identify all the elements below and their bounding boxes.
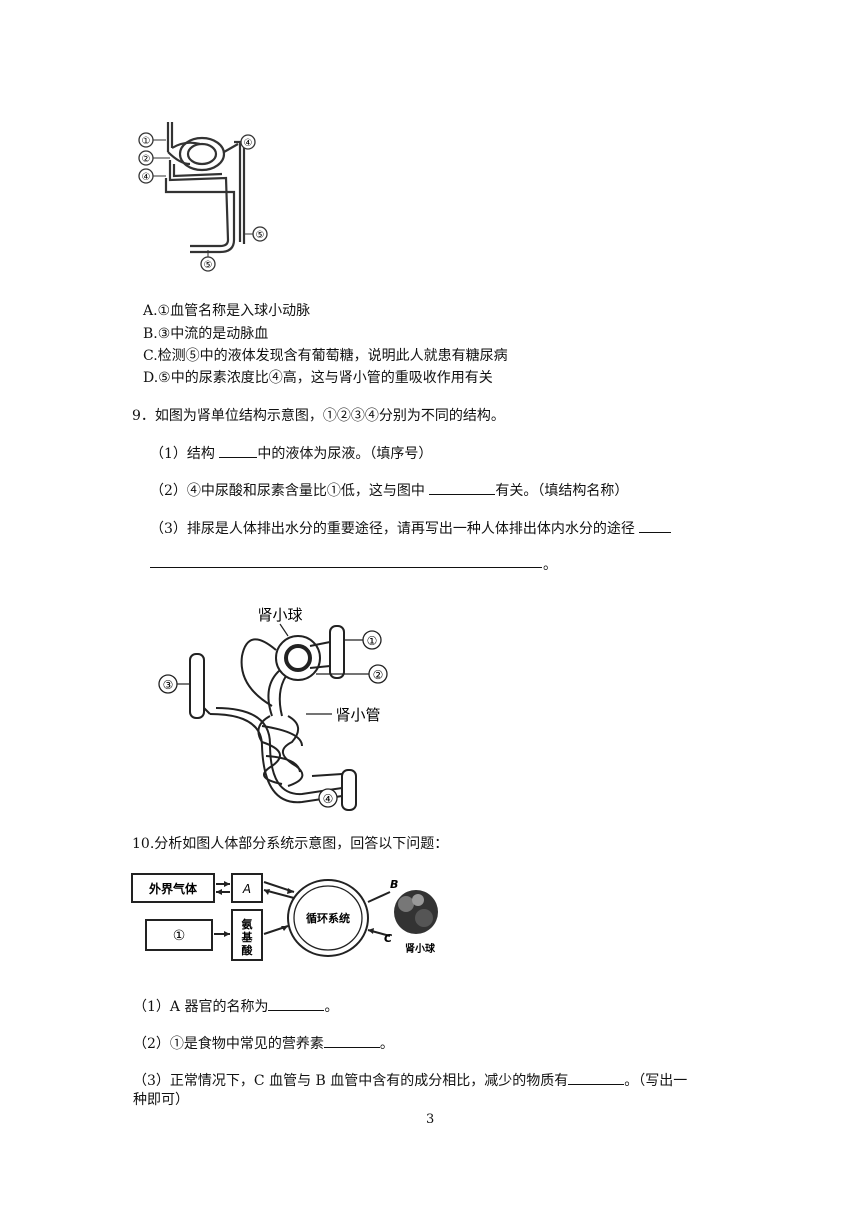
q10-circulation-label: 循环系统 xyxy=(306,911,350,925)
q10-sub1: （1）A 器官的名称为 。 xyxy=(133,996,338,1017)
q9-stem: 9．如图为肾单位结构示意图，①②③④分别为不同的结构。 xyxy=(132,408,505,424)
q10-sub2-suffix: 。 xyxy=(379,1036,394,1052)
q10-sub2: （2）①是食物中常见的营养素 。 xyxy=(133,1033,394,1054)
q9-label-glomerulus: 肾小球 xyxy=(257,606,302,624)
q8-label-5-right: ⑤ xyxy=(256,230,265,241)
q8-label-1: ① xyxy=(142,136,151,147)
q9-nephron-figure: 肾小球 ① ② ③ 肾小管 ④ xyxy=(158,606,388,811)
q10-sub3-prefix: （3）正常情况下，C 血管与 B 血管中含有的成分相比，减少的物质有 xyxy=(133,1073,569,1089)
q10-box-outside-air: 外界气体 xyxy=(149,881,198,896)
q10-box-a: A xyxy=(242,882,251,896)
q10-system-figure: 外界气体 A ① 氨基酸 循环系统 B C 肾小球 xyxy=(131,873,438,961)
q9-sub3-answer-blank-start[interactable] xyxy=(639,518,672,533)
q8-label-2: ② xyxy=(142,154,151,165)
q8-option-a: A.①血管名称是入球小动脉 xyxy=(143,303,311,319)
q8-label-4-left: ④ xyxy=(142,172,151,183)
q9-sub3-period: 。 xyxy=(543,557,557,573)
q9-label-tubule: 肾小管 xyxy=(335,706,380,724)
q10-label-c: C xyxy=(384,932,392,945)
q10-sub2-answer-blank[interactable] xyxy=(323,1033,380,1048)
q10-label-b: B xyxy=(390,878,398,891)
q9-label-3: ③ xyxy=(163,678,174,692)
q10-glomerulus-icon xyxy=(394,890,438,934)
q10-sub1-suffix: 。 xyxy=(324,999,339,1015)
q10-label-glomerulus: 肾小球 xyxy=(405,942,436,955)
q10-sub3: （3）正常情况下，C 血管与 B 血管中含有的成分相比，减少的物质有 。（写出一 xyxy=(133,1070,687,1091)
q9-sub1-suffix: 中的液体为尿液。（填序号） xyxy=(257,446,433,462)
q10-stem: 10.分析如图人体部分系统示意图，回答以下问题： xyxy=(132,836,449,852)
q8-labels: ① ② ④ ④ ⑤ ⑤ xyxy=(138,132,268,272)
q10-box-1: ① xyxy=(173,928,186,944)
q9-sub2: （2）④中尿酸和尿素含量比①低，这与图中 有关。（填结构名称） xyxy=(150,480,628,501)
q8-option-b: B.③中流的是动脉血 xyxy=(143,326,269,342)
q9-sub2-suffix: 有关。（填结构名称） xyxy=(495,483,629,499)
q10-box-amino: 氨基酸 xyxy=(241,917,254,957)
q8-nephron-figure: ① ② ④ ④ ⑤ ⑤ xyxy=(138,122,268,272)
q9-sub3-answer-line[interactable] xyxy=(150,566,542,568)
q10-sub1-prefix: （1）A 器官的名称为 xyxy=(133,999,269,1015)
page-number: 3 xyxy=(426,1112,435,1127)
q10-sub3-suffix: 。（写出一 xyxy=(624,1073,688,1089)
q9-label-4: ④ xyxy=(323,792,334,806)
q9-sub1: （1）结构 中的液体为尿液。（填序号） xyxy=(150,443,432,464)
q8-option-d: D.⑤中的尿素浓度比④高，这与肾小管的重吸收作用有关 xyxy=(143,370,493,386)
q9-sub1-answer-blank[interactable] xyxy=(219,443,258,458)
q9-sub2-answer-blank[interactable] xyxy=(429,480,496,495)
q9-sub2-prefix: （2）④中尿酸和尿素含量比①低，这与图中 xyxy=(150,483,425,499)
q8-option-c: C.检测⑤中的液体发现含有葡萄糖，说明此人就患有糖尿病 xyxy=(143,348,508,364)
q10-sub2-prefix: （2）①是食物中常见的营养素 xyxy=(133,1036,324,1052)
q10-sub3-answer-blank[interactable] xyxy=(568,1070,625,1085)
q9-label-1: ① xyxy=(367,634,378,648)
q9-sub1-prefix: （1）结构 xyxy=(150,446,215,462)
q10-sub1-answer-blank[interactable] xyxy=(268,996,325,1011)
q9-label-2: ② xyxy=(373,668,384,682)
q9-sub3-text: （3）排尿是人体排出水分的重要途径，请再写出一种人体排出体内水分的途径 xyxy=(150,521,635,537)
q9-sub3: （3）排尿是人体排出水分的重要途径，请再写出一种人体排出体内水分的途径 xyxy=(150,518,672,539)
q8-label-4: ④ xyxy=(244,138,253,149)
q8-label-5-bottom: ⑤ xyxy=(204,260,213,271)
q10-sub3-continued: 种即可） xyxy=(133,1092,189,1108)
